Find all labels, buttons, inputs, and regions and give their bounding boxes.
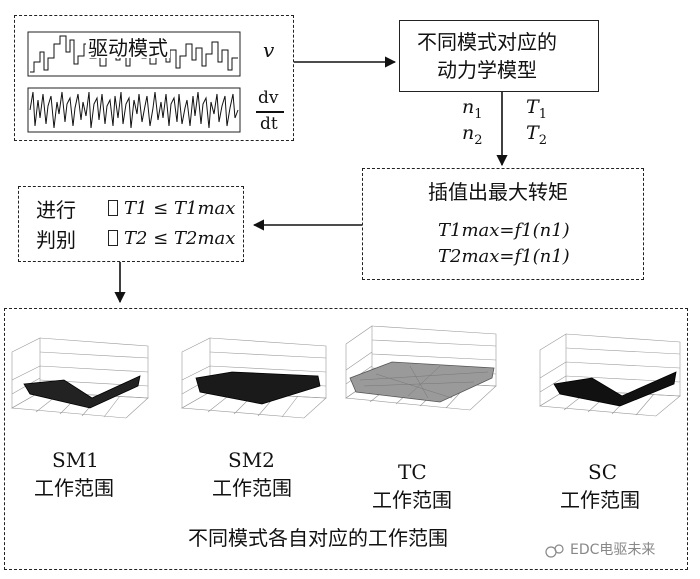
judge-condition-2: T2 ≤ T2max (124, 228, 236, 249)
interpolation-eq1: T1max=f1(n1) (438, 220, 570, 241)
accel-numerator: dv (258, 88, 279, 108)
mode-name-sc: SC (588, 460, 618, 484)
accel-denominator: dt (260, 114, 278, 134)
surface-sc (553, 371, 677, 407)
mode-label-sm2: 工作范围 (212, 476, 292, 500)
judge-checkbox-2 (108, 230, 118, 246)
surface-sm1 (23, 375, 141, 409)
interpolation-eq2: T2max=f1(n1) (438, 246, 570, 267)
working-range-box (4, 308, 688, 570)
mode-label-tc: 工作范围 (372, 488, 452, 512)
judge-box (18, 186, 244, 262)
dynamics-model-box (399, 20, 599, 92)
dynamics-model-line1: 不同模式对应的 (417, 30, 557, 54)
watermark-text: EDC电驱未来 (570, 542, 656, 558)
watermark-logo (545, 544, 564, 558)
plot-sc (539, 333, 681, 417)
dynamics-model-line2: 动力学模型 (437, 58, 537, 82)
mode-name-sm2: SM2 (228, 448, 275, 472)
plot-sm2 (181, 337, 327, 419)
accel-fraction-bar (256, 111, 284, 113)
label-n2: n2 (462, 122, 483, 148)
judge-line1: 进行 (36, 198, 76, 222)
plot-sm1 (11, 337, 149, 419)
surface-sm2 (195, 371, 321, 405)
label-t1: T1 (526, 96, 547, 122)
judge-condition-1: T1 ≤ T1max (124, 198, 236, 219)
mode-name-sm1: SM1 (52, 448, 99, 472)
mode-label-sc: 工作范围 (560, 488, 640, 512)
interpolation-title: 插值出最大转矩 (428, 180, 568, 204)
plot-tc (345, 325, 497, 411)
mode-name-tc: TC (398, 460, 427, 484)
judge-checkbox-1 (108, 200, 118, 216)
interpolation-box (362, 168, 644, 280)
surface-tc (349, 361, 495, 403)
accel-signal-trace (29, 91, 239, 129)
working-range-caption: 不同模式各自对应的工作范围 (188, 526, 448, 550)
label-n1: n1 (462, 96, 483, 122)
mode-label-sm1: 工作范围 (34, 476, 114, 500)
label-t2: T2 (526, 122, 547, 148)
speed-symbol: v (263, 38, 275, 62)
judge-line2: 判别 (36, 228, 76, 252)
drive-mode-title: 驱动模式 (86, 36, 170, 60)
drive-mode-box (14, 15, 294, 141)
